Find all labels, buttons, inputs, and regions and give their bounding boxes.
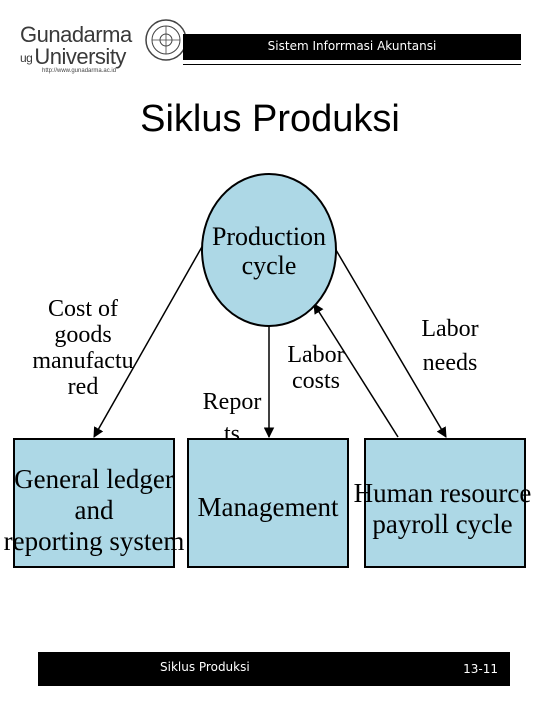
footer-bar: Siklus Produksi 13-11	[38, 652, 510, 686]
logo-line1: Gunadarma	[20, 22, 132, 47]
node-human-resource-label: Human resource payroll cycle	[353, 478, 532, 539]
node-general-ledger	[13, 438, 175, 568]
header-divider	[183, 64, 521, 65]
header-bar: Sistem Inforrmasi Akuntansi	[183, 34, 521, 60]
footer-title: Siklus Produksi	[160, 660, 250, 674]
edge-labor-needs-arrow	[335, 249, 447, 438]
edge-cost-of-goods-arrow	[93, 244, 204, 438]
node-management-label: Management	[197, 492, 339, 522]
node-production-cycle	[201, 173, 337, 327]
page-title: Siklus Produksi	[140, 98, 400, 140]
logo-ug-mark: ug	[20, 51, 33, 66]
edge-label-labor-needs: Labor needs	[421, 316, 479, 376]
logo-line2: University	[34, 44, 126, 69]
node-management	[187, 438, 349, 568]
logo-url: http://www.gunadarma.ac.id	[42, 68, 117, 74]
node-production-label: Production cycle	[211, 222, 327, 280]
edge-labor-costs-arrow	[313, 303, 399, 438]
gunadarma-logo: Gunadarma ugUniversity http://www.gunada…	[14, 12, 189, 82]
header-bar-text: Sistem Inforrmasi Akuntansi	[267, 39, 437, 53]
edge-label-cost-of-goods: Cost of goods manufactu red	[32, 296, 134, 400]
node-human-resource	[364, 438, 526, 568]
edge-label-labor-costs: Labor costs	[287, 342, 345, 394]
edge-label-reports: Repor ts	[202, 389, 262, 438]
node-general-ledger-label: General ledger and reporting system	[3, 464, 185, 556]
slide-number: 13-11	[463, 662, 498, 676]
